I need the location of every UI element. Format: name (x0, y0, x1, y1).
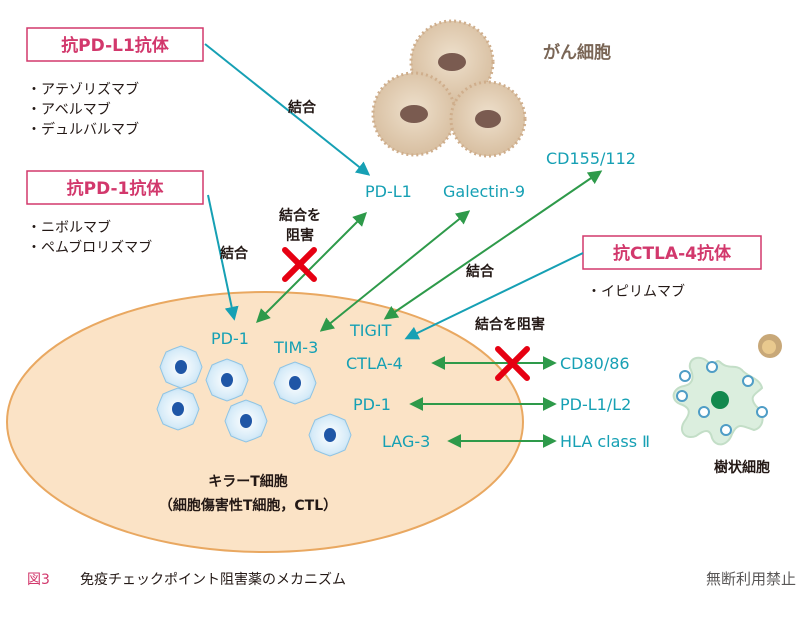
dendritic-cell (672, 356, 768, 446)
cancer-cell-label: がん細胞 (543, 42, 611, 63)
block-x-mark-pd1 (282, 247, 317, 282)
anti-pdl1-drug: ・アベルマブ (27, 101, 111, 118)
anti-pdl1-title: 抗PD-L1抗体 (61, 35, 170, 56)
binding-label-pd1: 結合 (220, 245, 249, 262)
t-cell-label: キラーT細胞 (208, 473, 288, 490)
anti-pdl1-drug: ・アテゾリズマブ (27, 81, 139, 98)
figure-caption: 免疫チェックポイント阻害薬のメカニズム (80, 572, 346, 588)
receptor-tim3: TIM-3 (273, 338, 318, 357)
receptor-lag3: LAG-3 (382, 432, 430, 451)
watermark-text: 無断利用禁止 (706, 570, 796, 588)
ligand-galectin9: Galectin-9 (443, 182, 525, 201)
anti-pd1-drug: ・ペムブロリズマブ (27, 239, 152, 256)
dendritic-cell-label: 樹状細胞 (714, 459, 770, 476)
lymphocyte-cell (308, 413, 352, 457)
t-cell-sublabel: （細胞傷害性T細胞，CTL） (159, 497, 337, 514)
anti-pd1-title: 抗PD-1抗体 (67, 178, 165, 199)
anti-pd1-drug: ・ニボルマブ (27, 219, 111, 236)
lymphocyte-cell (224, 399, 268, 443)
block-label-pd1: 阻害 (286, 227, 314, 244)
anti-pd1-binding-arrow (207, 194, 239, 321)
antigen-particle (758, 334, 782, 358)
ligand-cd80: CD80/86 (560, 354, 630, 373)
cancer-cell (371, 71, 457, 157)
ligand-pdl1: PD-L1 (365, 182, 412, 201)
cancer-cells (371, 19, 527, 158)
lymphocyte-cell (159, 345, 203, 389)
receptor-pd1-top: PD-1 (211, 329, 249, 348)
ligand-pdl1l2: PD-L1/L2 (560, 395, 631, 414)
binding-label-pdl1: 結合 (288, 99, 317, 116)
lymphocyte-cell (273, 361, 317, 405)
anti-pdl1-binding-arrow (204, 43, 371, 176)
lymphocyte-cell (205, 358, 249, 402)
block-label-pd1: 結合を (279, 207, 321, 224)
ligand-hla: HLA class Ⅱ (560, 432, 650, 451)
figure-number: 図3 (27, 572, 50, 588)
cancer-cell (449, 80, 527, 158)
lymphocyte-cells (156, 345, 352, 457)
receptor-ctla4: CTLA-4 (346, 354, 403, 373)
ligand-cd155: CD155/112 (546, 149, 636, 168)
block-label-ctla4: 結合を阻害 (475, 316, 545, 333)
lymphocyte-cell (156, 387, 200, 431)
anti-ctla4-title: 抗CTLA-4抗体 (613, 243, 732, 264)
anti-ctla4-drug: ・イピリムマブ (587, 283, 685, 300)
receptor-pd1: PD-1 (353, 395, 391, 414)
block-x-mark-ctla4 (495, 346, 530, 381)
tigit-cd155-arrow (383, 170, 603, 320)
anti-pdl1-drug: ・デュルバルマブ (27, 121, 139, 138)
binding-label-ctla4: 結合 (466, 263, 495, 280)
anti-pdl1-box (26, 27, 204, 62)
anti-pd1-box (26, 170, 204, 205)
receptor-tigit: TIGIT (349, 321, 392, 340)
